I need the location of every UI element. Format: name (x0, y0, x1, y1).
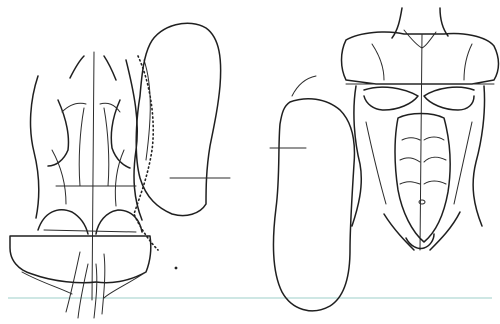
left-scapula (48, 100, 69, 166)
front-center-line (420, 34, 422, 250)
ab-line-3r (424, 181, 446, 184)
sternomastoid-left (404, 30, 422, 48)
erector-left (79, 108, 84, 186)
deltoid-left (372, 44, 384, 80)
hip-mass-oval (274, 99, 355, 311)
right-thigh-line (104, 272, 146, 298)
back-view-figure (10, 52, 177, 318)
inguinal-left (384, 214, 414, 250)
hip-block (10, 236, 151, 283)
chest-block (342, 32, 499, 84)
back-left-contour (31, 76, 39, 218)
torso-left-contour (352, 86, 361, 226)
gluteal-fold-right (94, 264, 97, 318)
left-thigh-line (22, 272, 72, 294)
navel (419, 200, 425, 204)
ab-line-2l (400, 158, 420, 162)
pencil-dot (175, 267, 178, 270)
shoulder-mass-oval (136, 23, 220, 215)
hip-guide (44, 230, 136, 232)
right-inner-leg (102, 254, 105, 314)
deltoid-right (464, 44, 472, 80)
front-view-figure (342, 8, 499, 250)
right-pectoral (424, 87, 474, 110)
right-glute-arc (96, 210, 142, 234)
trapezius-right (104, 56, 116, 80)
erector-right (104, 108, 109, 186)
hip-mass-figure (270, 76, 354, 311)
trapezius-left (70, 56, 84, 78)
serratus-left (366, 122, 386, 204)
neck-right (440, 8, 448, 36)
gluteal-fold-left (78, 264, 88, 318)
ab-line-1l (402, 138, 420, 140)
ab-line-1r (424, 137, 444, 140)
ab-line-3l (400, 182, 420, 184)
torso-right-contour (473, 86, 484, 226)
left-pectoral (364, 87, 418, 110)
serratus-right (454, 122, 472, 204)
hip-mass-tick (292, 76, 316, 96)
left-back-muscle (62, 103, 86, 112)
ab-line-2r (424, 157, 446, 162)
abdominal-wall (395, 114, 450, 243)
spine-line (92, 52, 94, 300)
